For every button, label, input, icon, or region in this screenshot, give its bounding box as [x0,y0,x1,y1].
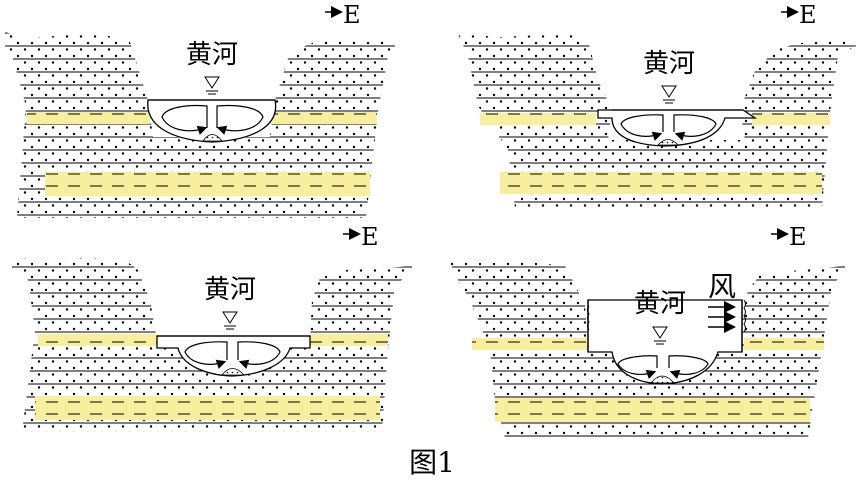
water-level-symbol [661,85,677,104]
river-label: 黄河 [643,49,695,79]
river-channel [147,99,277,143]
river-label: 黄河 [186,40,238,70]
sand-mound [221,368,245,376]
flow-cell-left [617,355,658,379]
sand-mound [657,139,679,146]
wind-erosion-surface-left [587,305,590,331]
river-label: 黄河 [204,275,256,305]
panel-2: 黄河 E [458,1,856,208]
figure-caption: 图1 [409,446,455,479]
wind-erosion-surface [743,299,746,333]
flow-cell-left [620,114,664,141]
panel-3: 黄河 E [12,223,412,432]
direction-label: E [361,223,379,251]
flow-cell-right [237,341,281,369]
panel-1: 黄河 E [5,1,395,218]
river-label: 黄河 [634,289,686,319]
panel-4: 黄河 风 E [450,223,845,438]
water-level-symbol [204,76,220,95]
water-level-symbol [652,326,668,345]
direction-label: E [789,223,807,251]
flow-cell-right [216,104,264,135]
direction-label: E [799,1,817,29]
flow-cell-left [184,341,228,369]
direction-label: E [343,1,361,29]
river-channel [597,109,758,147]
sand-mound [202,134,223,142]
wind-label: 风 [708,270,736,303]
flow-cell-right [668,355,709,379]
flow-cell-right [673,114,717,141]
sand-mound [650,375,675,384]
water-level-symbol [222,311,238,330]
wind-arrows [708,301,736,333]
flow-cell-left [161,104,208,135]
river-channel [587,299,743,385]
